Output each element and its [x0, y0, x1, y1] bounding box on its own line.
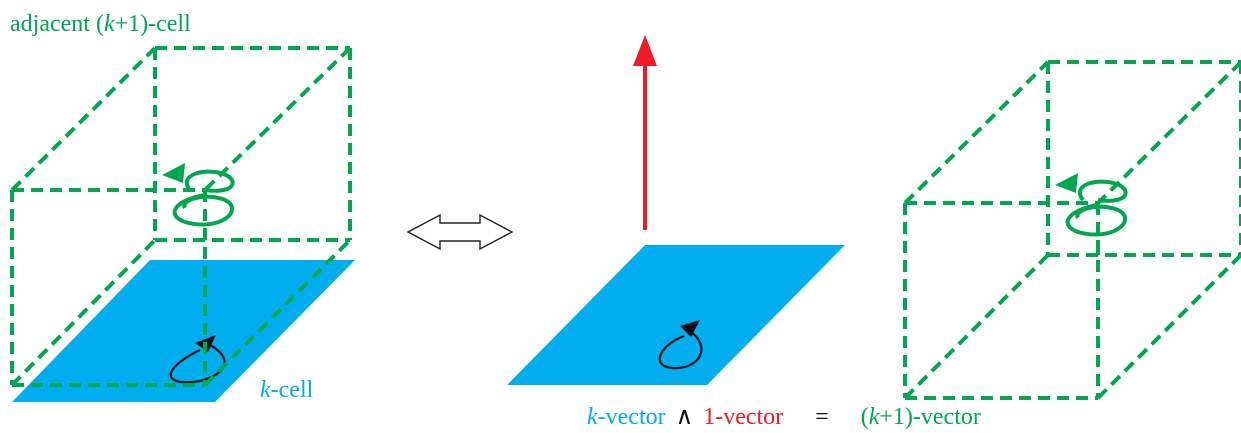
- k-plus-one-vector-dashed-box: [903, 60, 1241, 400]
- one-vector-arrowhead: [633, 35, 657, 66]
- right-figure: [903, 60, 1241, 400]
- left-green-spiral: [172, 169, 235, 240]
- left-spiral-arrowhead: [162, 163, 185, 183]
- adjacent-cell-dashed-box: [10, 46, 352, 387]
- adjacent-cell-label: adjacent (k+1)-cell: [10, 11, 191, 37]
- equals-sign: =: [815, 404, 829, 430]
- equation: k-vector ∧ 1-vector = (k+1)-vector: [587, 405, 981, 429]
- k-cell-parallelogram: [12, 260, 355, 402]
- wedge-operator: ∧: [675, 404, 694, 430]
- middle-figure: [507, 35, 845, 385]
- k-cell-label: k-cell: [260, 377, 314, 403]
- left-figure: [10, 46, 355, 402]
- k-plus-one-vector-term: (k+1)-vector: [860, 404, 981, 430]
- k-vector-term: k-vector: [587, 404, 666, 430]
- right-green-spiral: [1065, 179, 1128, 255]
- k-vector-orientation-arrow: [658, 327, 703, 370]
- right-spiral-arrowhead: [1055, 173, 1078, 193]
- k-cell-orientation-arrow: [169, 344, 226, 384]
- k-vector-orientation-arrowhead: [680, 320, 700, 337]
- one-vector-term: 1-vector: [703, 404, 784, 430]
- equivalence-arrow: [406, 213, 514, 251]
- k-vector-parallelogram: [507, 245, 845, 385]
